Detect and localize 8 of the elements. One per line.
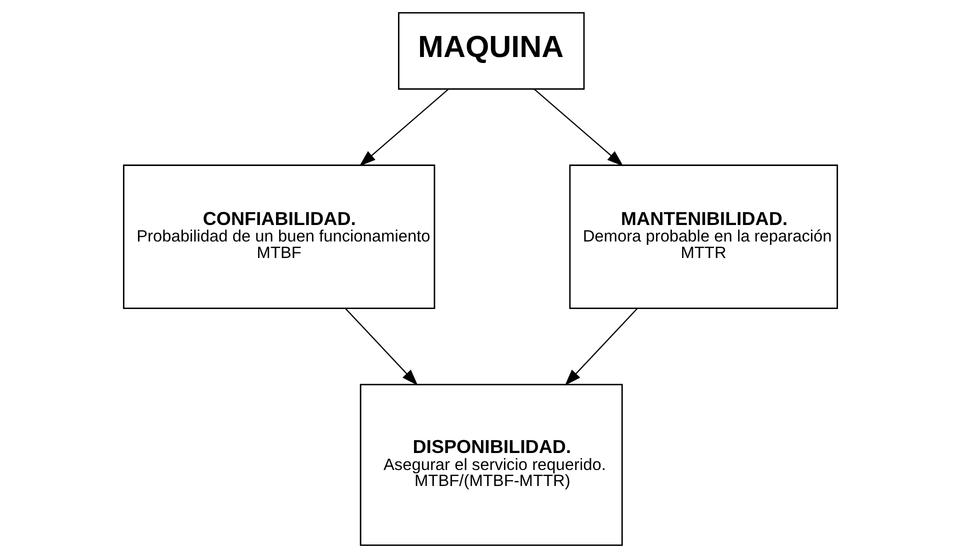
arrow	[344, 308, 418, 386]
arrow	[359, 88, 449, 166]
arrow	[534, 88, 624, 166]
node-box: CONFIABILIDAD. Probabilidad de un buen funcionamiento MTBF	[122, 164, 436, 310]
arrow	[564, 308, 638, 386]
node-box: MAQUINA	[398, 12, 585, 90]
node-box: DISPONIBILIDAD. Asegurar el servicio requerido. MTBF/(MTBF-MTTR)	[360, 384, 623, 546]
node-box: MANTENIBILIDAD. Demora probable en la reparación MTTR	[569, 164, 838, 310]
